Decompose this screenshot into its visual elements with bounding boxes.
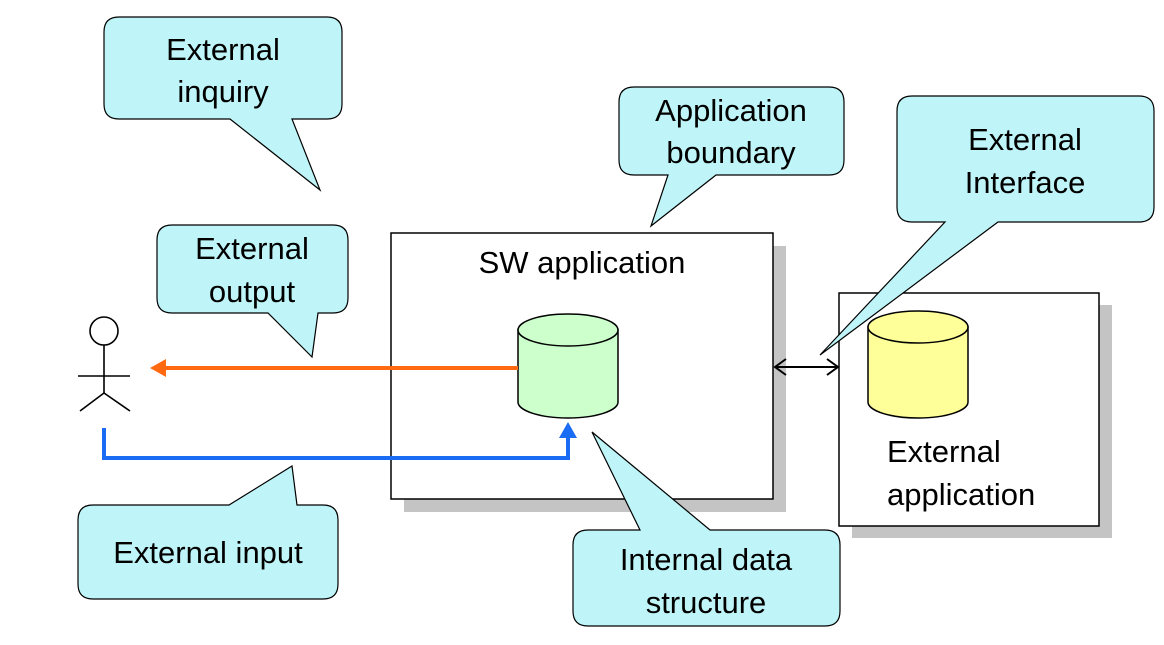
internal-db-body: [517, 329, 619, 419]
callout-internal-data-structure: Internal data structure: [572, 431, 841, 627]
callout-external-inquiry-line-1: External: [166, 32, 280, 67]
external-output-arrow: [150, 359, 518, 377]
external-db-top: [867, 310, 969, 344]
sw-application-label: SW application: [479, 245, 686, 280]
callout-external-input: External input: [77, 464, 339, 600]
callout-external-output-line-2: output: [209, 274, 296, 309]
internal-db-top: [517, 313, 619, 347]
internal-data-store-icon: [517, 313, 619, 419]
callout-external-inquiry-line-2: inquiry: [177, 74, 269, 109]
user-icon: [78, 316, 131, 412]
callout-external-input-line-1: External input: [113, 535, 303, 570]
callout-application-boundary: Application boundary: [618, 86, 845, 228]
external-input-arrow: [102, 422, 577, 460]
callout-external-output-line-1: External: [195, 231, 309, 266]
external-application-label-2: application: [887, 477, 1035, 512]
callout-application-boundary-line-2: boundary: [666, 135, 796, 170]
callout-external-interface-line-1: External: [968, 122, 1082, 157]
callout-internal-data-structure-line-1: Internal data: [620, 542, 793, 577]
external-application-label-1: External: [887, 434, 1001, 469]
callout-internal-data-structure-line-2: structure: [646, 585, 767, 620]
interface-double-arrow: [773, 358, 840, 376]
external-db-body: [867, 326, 969, 419]
callout-external-interface: External Interface: [819, 95, 1155, 356]
external-data-store-icon: [867, 310, 969, 419]
callout-external-inquiry: External inquiry: [103, 16, 343, 192]
callout-application-boundary-line-1: Application: [655, 93, 807, 128]
callout-external-interface-line-2: Interface: [965, 165, 1086, 200]
callout-external-output: External output: [156, 224, 349, 359]
